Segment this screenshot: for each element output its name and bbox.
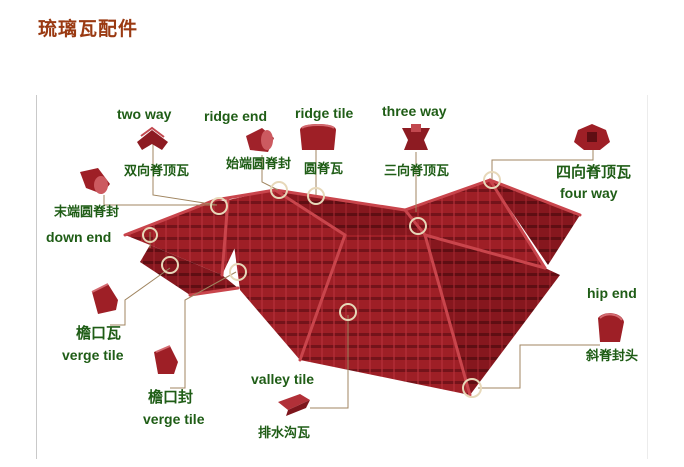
label-ridge-end-en: ridge end xyxy=(204,108,268,124)
label-valley-tile-en: valley tile xyxy=(251,371,315,387)
thumb-two-way xyxy=(137,126,168,150)
label-two-way-en: two way xyxy=(117,106,172,122)
label-ridge-end-zh: 始端圆脊封 xyxy=(226,157,292,172)
label-valley-tile-zh: 排水沟瓦 xyxy=(258,426,311,441)
label-hip-end-en: hip end xyxy=(587,285,637,301)
roof-plane-far-right xyxy=(490,180,580,265)
thumb-hip-end xyxy=(598,313,624,342)
thumb-three-way xyxy=(402,124,430,150)
label-verge-tile-zh: 檐口瓦 xyxy=(76,324,122,342)
tile-thumbnails xyxy=(80,124,624,416)
roof-ridges xyxy=(123,178,582,397)
roof-planes xyxy=(125,180,580,395)
leader-lines xyxy=(103,132,600,409)
roof-plane-center-front xyxy=(228,190,345,360)
label-four-way-zh: 四向脊顶瓦 xyxy=(556,163,632,181)
callout-circles xyxy=(142,171,501,398)
label-verge-end-en: verge tile xyxy=(143,411,205,427)
label-four-way-en: four way xyxy=(560,185,618,201)
frame-right-border xyxy=(647,95,648,459)
label-verge-end-zh: 檐口封 xyxy=(148,388,194,406)
frame-left-border xyxy=(36,95,37,459)
roof-plane-center-back xyxy=(275,190,425,235)
roof-plane-left-lower xyxy=(140,245,238,295)
roof-plane-front xyxy=(300,235,470,395)
label-ridge-tile-zh: 圆脊瓦 xyxy=(304,162,344,177)
thumb-verge-tile xyxy=(91,283,118,314)
page-title: 琉璃瓦配件 xyxy=(38,18,139,40)
label-three-way-zh: 三向脊顶瓦 xyxy=(384,164,450,179)
label-down-end-zh: 末端圆脊封 xyxy=(54,205,120,220)
thumb-ridge-tile xyxy=(300,124,336,150)
label-ridge-tile-en: ridge tile xyxy=(295,105,354,121)
thumb-four-way xyxy=(574,124,610,150)
label-down-end-en: down end xyxy=(46,229,112,245)
thumb-down-end xyxy=(80,168,110,194)
label-two-way-zh: 双向脊顶瓦 xyxy=(124,164,190,179)
thumb-verge-end xyxy=(154,345,178,374)
label-verge-tile-en: verge tile xyxy=(62,347,124,363)
label-three-way-en: three way xyxy=(382,103,447,119)
roof-plane-right-back xyxy=(405,180,545,268)
thumb-ridge-end xyxy=(246,128,274,152)
label-hip-end-zh: 斜脊封头 xyxy=(586,349,639,364)
thumb-valley-tile xyxy=(278,394,310,416)
